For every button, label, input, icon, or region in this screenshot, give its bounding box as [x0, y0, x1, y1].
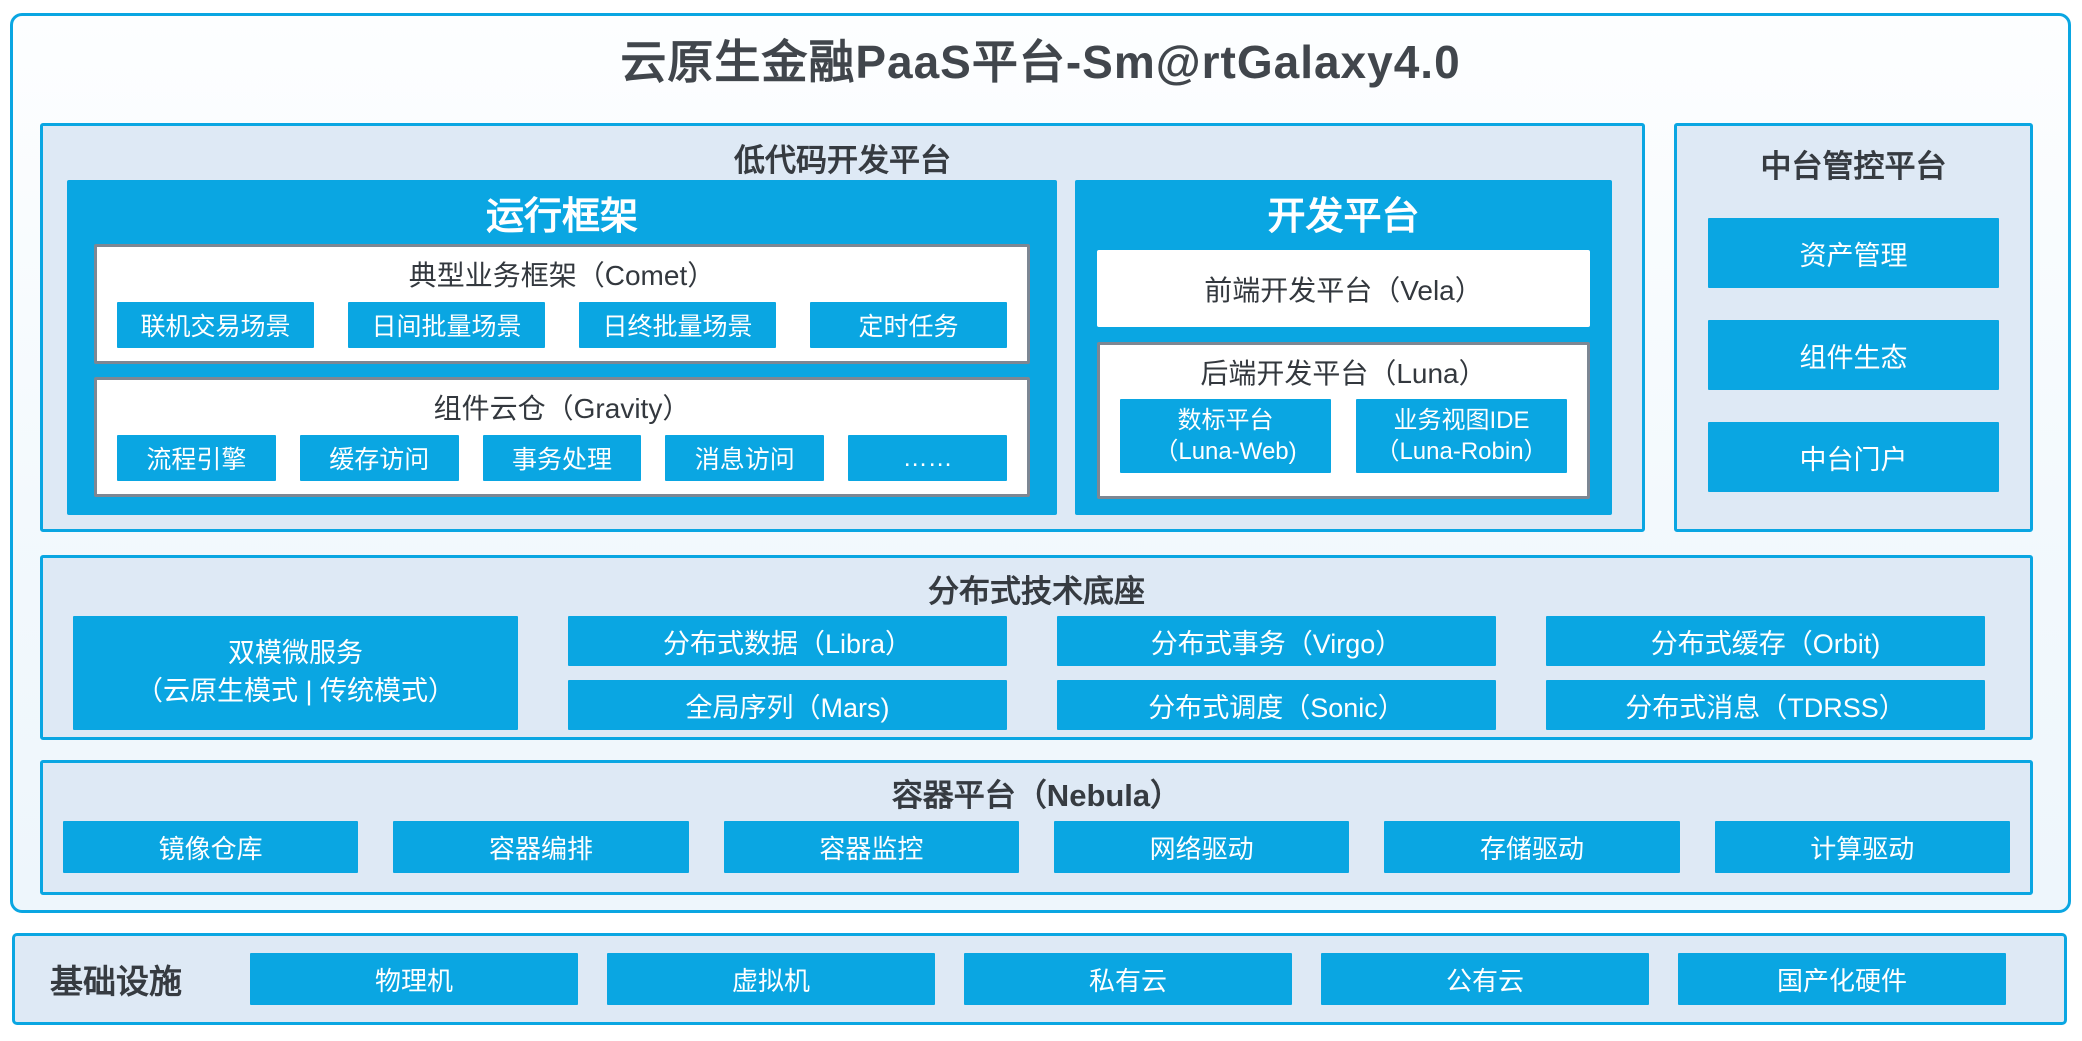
nebula-item-monitoring: 容器监控: [723, 821, 1019, 873]
dist-item-transaction-virgo: 分布式事务（Virgo）: [1057, 616, 1496, 666]
comet-item-scheduled-task: 定时任务: [810, 302, 1007, 348]
section-title-mid-platform: 中台管控平台: [1760, 148, 1947, 184]
dist-item-cache-orbit: 分布式缓存（Orbit): [1546, 616, 1985, 666]
dual-microservice-line1: 双模微服务: [228, 638, 363, 669]
mid-item-component-ecosystem: 组件生态: [1708, 320, 1999, 390]
gravity-item-transaction: 事务处理: [482, 435, 642, 481]
gravity-item-process-engine: 流程引擎: [117, 435, 276, 481]
gravity-item-message-access: 消息访问: [665, 435, 825, 481]
luna-items-row: 数标平台 （Luna-Web) 业务视图IDE （Luna-Robin）: [1100, 392, 1587, 473]
luna-item-web-line2: （Luna-Web): [1154, 438, 1297, 465]
mid-item-asset-management: 资产管理: [1708, 218, 1999, 288]
section-container-platform: 容器平台（Nebula） 镜像仓库 容器编排 容器监控 网络驱动 存储驱动 计算…: [40, 760, 2033, 895]
section-title-low-code: 低代码开发平台: [734, 142, 951, 178]
infrastructure-items: 物理机 虚拟机 私有云 公有云 国产化硬件: [250, 953, 2006, 1005]
nebula-item-image-registry: 镜像仓库: [63, 821, 359, 873]
gravity-item-ellipsis: ……: [848, 435, 1007, 481]
panel-dev-platform: 开发平台 前端开发平台（Vela） 后端开发平台（Luna） 数标平台 （Lun…: [1075, 180, 1612, 515]
section-mid-platform: 中台管控平台 资产管理 组件生态 中台门户: [1674, 123, 2033, 532]
dist-item-dual-microservice: 双模微服务 （云原生模式 | 传统模式）: [73, 616, 518, 730]
section-title-container-platform: 容器平台（Nebula）: [891, 777, 1182, 813]
platform-container: 云原生金融PaaS平台-Sm@rtGalaxy4.0 低代码开发平台 运行框架 …: [10, 13, 2071, 913]
luna-item-web: 数标平台 （Luna-Web): [1120, 399, 1331, 473]
luna-item-robin-line2: （Luna-Robin）: [1375, 438, 1548, 465]
comet-item-online-trading: 联机交易场景: [117, 302, 314, 348]
main-title: 云原生金融PaaS平台-Sm@rtGalaxy4.0: [620, 36, 1461, 88]
nebula-item-storage-driver: 存储驱动: [1384, 821, 1680, 873]
container-platform-items: 镜像仓库 容器编排 容器监控 网络驱动 存储驱动 计算驱动: [63, 821, 2010, 873]
comet-items-row: 联机交易场景 日间批量场景 日终批量场景 定时任务: [97, 294, 1027, 348]
nebula-item-orchestration: 容器编排: [393, 821, 689, 873]
nebula-item-compute-driver: 计算驱动: [1714, 821, 2010, 873]
box-vela-frontend: 前端开发平台（Vela）: [1097, 250, 1590, 327]
section-infrastructure: 基础设施 物理机 虚拟机 私有云 公有云 国产化硬件: [12, 933, 2067, 1025]
infra-item-domestic-hardware: 国产化硬件: [1678, 953, 2006, 1005]
comet-item-endofday-batch: 日终批量场景: [579, 302, 776, 348]
dist-item-scheduler-sonic: 分布式调度（Sonic）: [1057, 680, 1496, 730]
section-title-distributed-base: 分布式技术底座: [928, 573, 1145, 609]
luna-item-robin-line1: 业务视图IDE: [1393, 406, 1530, 434]
box-luna-backend: 后端开发平台（Luna） 数标平台 （Luna-Web) 业务视图IDE （Lu…: [1097, 342, 1590, 499]
gravity-items-row: 流程引擎 缓存访问 事务处理 消息访问 ……: [97, 427, 1027, 481]
infrastructure-label: 基础设施: [50, 963, 182, 1000]
dist-item-sequence-mars: 全局序列（Mars): [568, 680, 1007, 730]
infra-item-virtual-machine: 虚拟机: [607, 953, 935, 1005]
dist-item-message-tdrss: 分布式消息（TDRSS）: [1546, 680, 1985, 730]
infra-item-private-cloud: 私有云: [964, 953, 1292, 1005]
dual-microservice-line2: （云原生模式 | 传统模式）: [135, 676, 456, 706]
infra-item-physical-machine: 物理机: [250, 953, 578, 1005]
dist-item-data-libra: 分布式数据（Libra）: [568, 616, 1007, 666]
nebula-item-network-driver: 网络驱动: [1053, 821, 1350, 873]
infra-item-public-cloud: 公有云: [1321, 953, 1649, 1005]
box-gravity-warehouse: 组件云仓（Gravity） 流程引擎 缓存访问 事务处理 消息访问 ……: [94, 377, 1030, 497]
box-comet-framework: 典型业务框架（Comet） 联机交易场景 日间批量场景 日终批量场景 定时任务: [94, 244, 1030, 364]
mid-platform-items: 资产管理 组件生态 中台门户: [1708, 218, 1999, 492]
luna-item-robin: 业务视图IDE （Luna-Robin）: [1356, 399, 1567, 473]
distributed-items-grid: 双模微服务 （云原生模式 | 传统模式） 分布式数据（Libra） 分布式事务（…: [73, 616, 1985, 730]
panel-title-runtime-framework: 运行框架: [485, 195, 638, 238]
box-title-gravity: 组件云仓（Gravity）: [433, 393, 691, 424]
luna-item-web-line1: 数标平台: [1177, 406, 1274, 434]
gravity-item-cache-access: 缓存访问: [299, 435, 459, 481]
panel-runtime-framework: 运行框架 典型业务框架（Comet） 联机交易场景 日间批量场景 日终批量场景 …: [67, 180, 1057, 515]
section-low-code-platform: 低代码开发平台 运行框架 典型业务框架（Comet） 联机交易场景 日间批量场景…: [40, 123, 1645, 532]
section-distributed-base: 分布式技术底座 双模微服务 （云原生模式 | 传统模式） 分布式数据（Libra…: [40, 555, 2033, 740]
box-title-comet: 典型业务框架（Comet）: [408, 260, 716, 291]
panel-title-dev-platform: 开发平台: [1267, 195, 1420, 238]
comet-item-daytime-batch: 日间批量场景: [348, 302, 545, 348]
box-title-luna: 后端开发平台（Luna）: [1200, 358, 1487, 389]
mid-item-portal: 中台门户: [1708, 422, 1999, 492]
low-code-panels: 运行框架 典型业务框架（Comet） 联机交易场景 日间批量场景 日终批量场景 …: [67, 180, 1612, 515]
